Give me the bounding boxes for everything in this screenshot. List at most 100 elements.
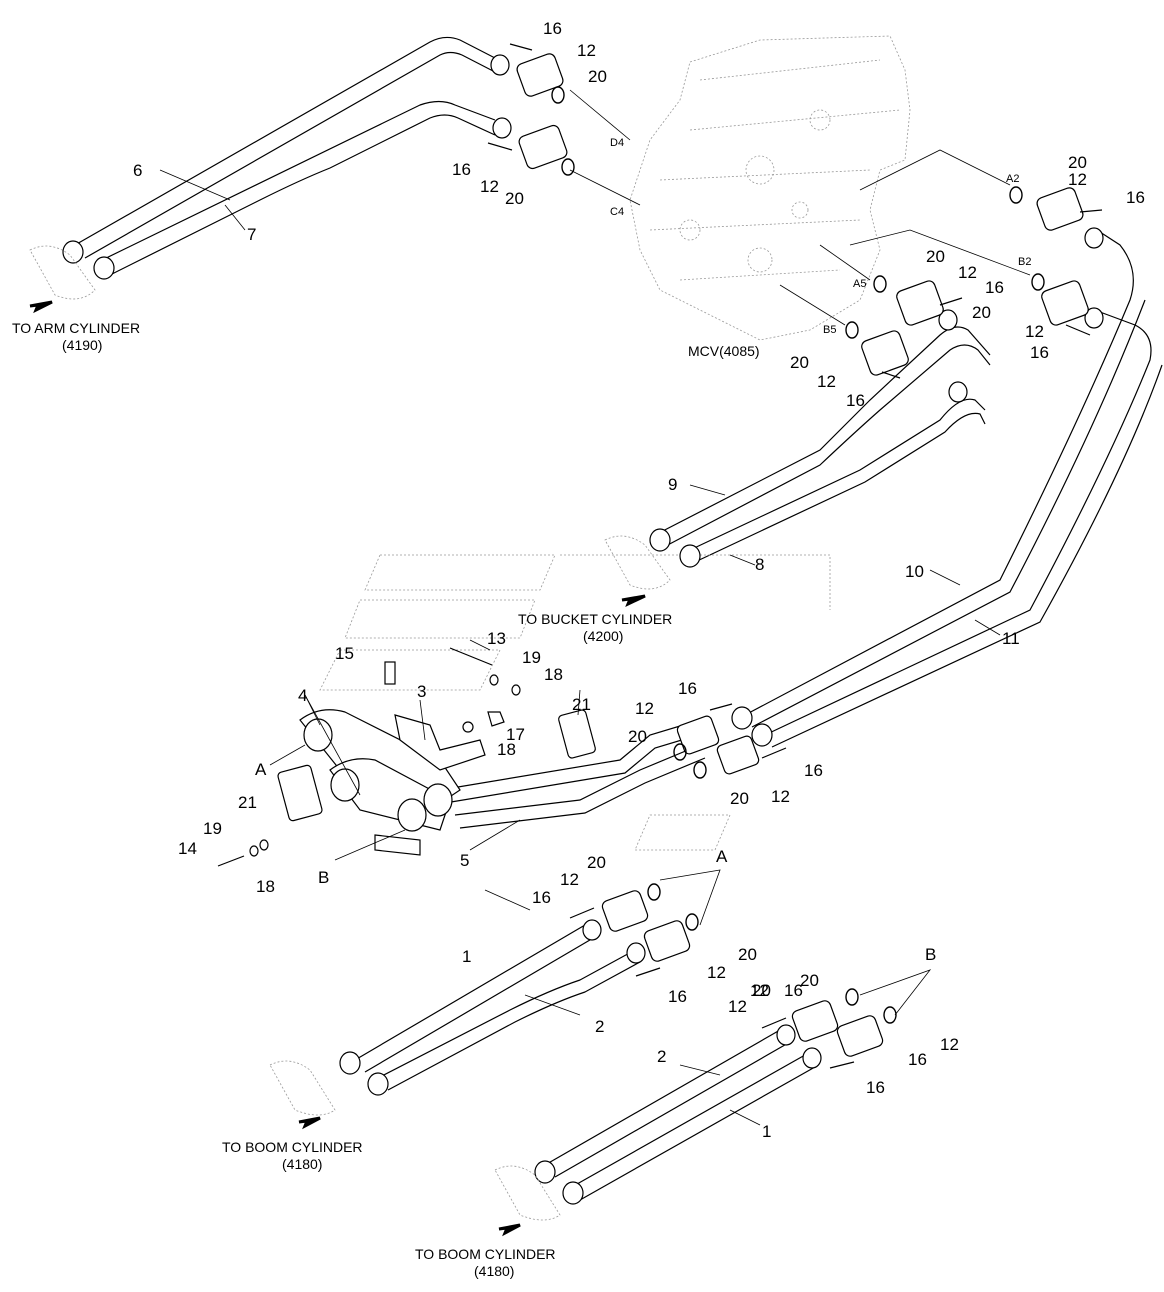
callout-27: 19 [522, 648, 541, 667]
split-flanges [516, 53, 1089, 1057]
o-rings [551, 86, 1045, 1024]
callout-9: 20 [1068, 153, 1087, 172]
callout-12: 20 [926, 247, 945, 266]
callouts: 16 12 20 6 16 12 20 7 20 12 16 20 12 16 … [133, 19, 1145, 1141]
callout-51: 12 [707, 963, 726, 982]
callout-3: 20 [588, 67, 607, 86]
callout-41: 16 [678, 679, 697, 698]
bolts [487, 43, 1103, 1069]
bucket-dest-line2: (4200) [583, 628, 623, 644]
callout-24: 11 [1002, 629, 1020, 648]
callout-62: 20 [752, 981, 771, 1000]
callout-31: 17 [506, 725, 525, 744]
callout-58: 20 [800, 971, 819, 990]
callout-63: 2 [657, 1047, 666, 1066]
port-labels: D4 C4 A2 B2 A5 B5 [610, 137, 1031, 336]
boom-left-dest-line1: TO BOOM CYLINDER [222, 1139, 363, 1155]
hose-2-left [377, 949, 641, 1091]
callout-56: 2 [595, 1017, 604, 1036]
port-a5: A5 [853, 278, 866, 290]
callout-54: 12 [750, 981, 769, 1000]
callout-19: 12 [817, 372, 836, 391]
callout-43: 20 [628, 727, 647, 746]
arm-dest-line2: (4190) [62, 337, 102, 353]
callout-30: 3 [417, 682, 426, 701]
port-leaders [569, 89, 1031, 326]
hose-1-left [354, 924, 596, 1073]
manifold-block [217, 647, 596, 867]
mcv-label: MCV(4085) [688, 343, 760, 359]
callout-49: A [716, 847, 728, 866]
destination-labels: TO ARM CYLINDER (4190) TO BUCKET CYLINDE… [12, 320, 672, 1279]
arm-dest-line1: TO ARM CYLINDER [12, 320, 140, 336]
callout-8: 7 [247, 225, 256, 244]
callout-21: 9 [668, 475, 677, 494]
callout-39: B [318, 868, 329, 887]
hose-10 [744, 231, 1146, 728]
callout-10: 12 [1068, 170, 1087, 189]
callout-13: 12 [958, 263, 977, 282]
callout-25: 13 [487, 629, 506, 648]
bucket-dest-line1: TO BUCKET CYLINDER [518, 611, 672, 627]
callout-17: 16 [1030, 343, 1049, 362]
callout-60: 16 [908, 1050, 927, 1069]
boom-right-dest-line1: TO BOOM CYLINDER [415, 1246, 556, 1262]
callout-37: 14 [178, 839, 197, 858]
callout-59: 12 [728, 997, 747, 1016]
callout-50: 16 [532, 888, 551, 907]
hose-8 [689, 398, 986, 563]
callout-65: 1 [762, 1122, 771, 1141]
callout-47: 12 [560, 870, 579, 889]
port-b2: B2 [1018, 256, 1031, 268]
callout-28: 18 [544, 665, 563, 684]
callout-26: 15 [335, 644, 354, 663]
ghost-shapes [319, 554, 831, 851]
callout-44: 12 [771, 787, 790, 806]
callout-32: 18 [497, 740, 516, 759]
hose-fittings [62, 54, 1104, 1205]
port-b5: B5 [823, 324, 836, 336]
callout-45: 20 [730, 789, 749, 808]
callout-4: 6 [133, 161, 142, 180]
callout-22: 8 [755, 555, 764, 574]
boom-right-dest-line2: (4180) [474, 1263, 514, 1279]
callout-52: 1 [462, 947, 471, 966]
callout-leaders [159, 169, 1001, 1126]
callout-46: 16 [804, 761, 823, 780]
callout-5: 16 [452, 160, 471, 179]
callout-11: 16 [1126, 188, 1145, 207]
callout-15: 20 [972, 303, 991, 322]
callout-55: 16 [668, 987, 687, 1006]
hose-7 [97, 100, 496, 276]
callout-2: 12 [577, 41, 596, 60]
callout-7: 20 [505, 189, 524, 208]
callout-6: 12 [480, 177, 499, 196]
callout-20: 16 [846, 391, 865, 410]
callout-57: B [925, 945, 936, 964]
port-a2: A2 [1006, 173, 1019, 185]
callout-66: 16 [784, 981, 803, 1000]
boom-left-dest-line2: (4180) [282, 1156, 322, 1172]
callout-64: 16 [866, 1078, 885, 1097]
callout-61: 12 [940, 1035, 959, 1054]
mcv-block [629, 35, 911, 341]
callout-23: 10 [905, 562, 924, 581]
port-d4: D4 [610, 137, 624, 149]
callout-38: 18 [256, 877, 275, 896]
callout-48: 20 [587, 853, 606, 872]
callout-18: 20 [790, 353, 809, 372]
callout-33: 21 [572, 695, 591, 714]
callout-14: 16 [985, 278, 1004, 297]
port-c4: C4 [610, 206, 624, 218]
hose-11 [764, 311, 1163, 748]
callout-35: 21 [238, 793, 257, 812]
callout-1: 16 [543, 19, 562, 38]
callout-53: 20 [738, 945, 757, 964]
hose-9 [654, 326, 991, 549]
callout-29: 4 [298, 686, 307, 705]
callout-36: 19 [203, 819, 222, 838]
callout-16: 12 [1025, 322, 1044, 341]
destination-arrows [29, 300, 646, 1237]
hose-1-right [569, 1054, 816, 1201]
